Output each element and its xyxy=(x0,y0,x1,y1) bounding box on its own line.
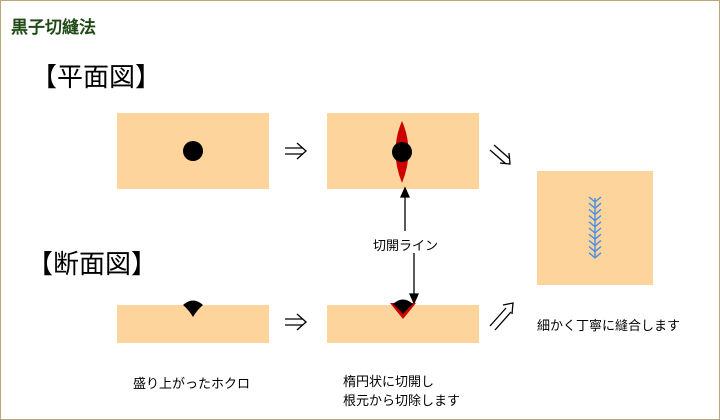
suture-line xyxy=(588,196,602,259)
plan-view-heading: 【平面図】 xyxy=(31,63,162,93)
suture-stitch xyxy=(588,221,602,228)
section-view-heading: 【断面図】 xyxy=(27,250,158,280)
suture-stitch xyxy=(588,208,602,216)
double-arrow-diagonal-down-icon xyxy=(489,144,511,165)
double-arrow-diagonal-up-icon xyxy=(489,302,514,331)
section-raised-mole xyxy=(183,300,203,317)
plan-mole-excised xyxy=(392,142,412,162)
double-arrow-right-icon xyxy=(285,313,307,331)
suture-stitch xyxy=(588,215,602,222)
diagram-title: 黒子切縫法 xyxy=(11,18,96,38)
suture-stitch xyxy=(588,252,602,259)
plan-mole xyxy=(183,141,203,161)
suture-stitch xyxy=(588,202,602,210)
suture-stitch xyxy=(588,233,602,241)
suture-stitch xyxy=(588,239,602,247)
suture-stitch xyxy=(588,196,602,203)
excision-caption: 楕円状に切開し 根元から切除します xyxy=(343,373,460,411)
incision-line-label: 切開ライン xyxy=(373,239,439,254)
double-arrow-right-icon xyxy=(285,142,307,160)
suture-caption: 細かく丁寧に縫合します xyxy=(537,319,681,334)
suture-stitch xyxy=(588,227,602,234)
raised-mole-caption: 盛り上がったホクロ xyxy=(133,377,251,392)
excision-caption-line-1: 楕円状に切開し xyxy=(343,375,435,390)
section-mole-excised xyxy=(393,299,413,314)
excision-caption-line-2: 根元から切除します xyxy=(343,394,461,409)
incision-callout-lines xyxy=(399,186,420,305)
suture-stitch xyxy=(588,246,602,253)
